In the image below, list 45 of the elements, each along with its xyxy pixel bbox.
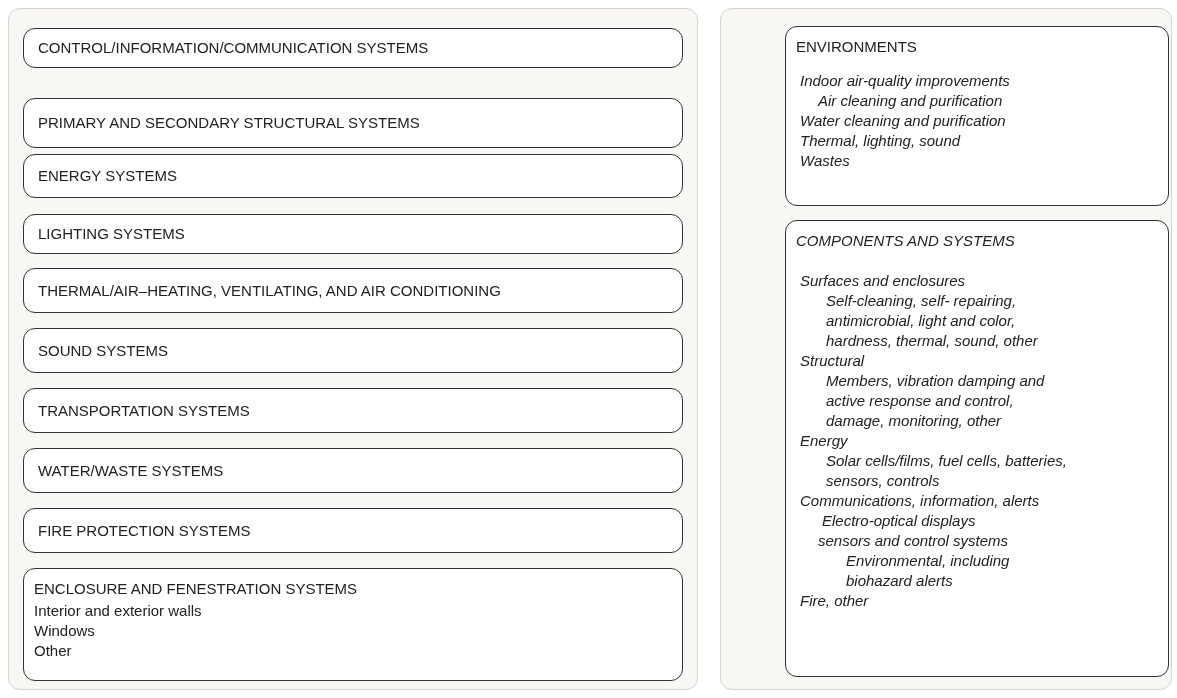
list-item-text: Water cleaning and purification xyxy=(800,111,1007,131)
list-item-text: Solar cells/films, fuel cells, batteries, sensors, controls xyxy=(826,451,1068,491)
list-item-text: Energy xyxy=(800,431,849,451)
heading-text: ENVIRONMENTS xyxy=(796,37,918,57)
heading-text: THERMAL/AIR–HEATING, VENTILATING, AND AIR CONDITIONING xyxy=(38,280,501,301)
category-box xyxy=(23,28,683,68)
heading-text: ENERGY SYSTEMS xyxy=(38,166,177,186)
list-item-text: Windows xyxy=(34,621,96,641)
list-item-text: Other xyxy=(34,641,73,661)
heading-text: TRANSPORTATION SYSTEMS xyxy=(38,400,250,421)
category-box xyxy=(785,26,1169,206)
heading-text: SOUND SYSTEMS xyxy=(38,340,169,361)
category-box xyxy=(23,154,683,198)
list-item-text: Electro-optical displays xyxy=(822,511,977,531)
list-item-text: Indoor air-quality improvements xyxy=(800,71,1011,91)
list-item-text: Communications, information, alerts xyxy=(800,491,1041,511)
category-box xyxy=(23,388,683,433)
heading-text: LIGHTING SYSTEMS xyxy=(38,224,185,244)
category-box xyxy=(23,568,683,681)
panel-background xyxy=(720,8,1172,690)
list-item-text: Fire, other xyxy=(800,591,870,611)
category-box xyxy=(785,220,1169,677)
category-box xyxy=(23,98,683,148)
heading-text: FIRE PROTECTION SYSTEMS xyxy=(38,520,251,541)
list-item-text: Interior and exterior walls xyxy=(34,601,203,621)
list-item-text: Wastes xyxy=(800,151,851,171)
category-box xyxy=(23,214,683,254)
list-item-text: Self-cleaning, self- repairing, antimicrobial, light and color, hardness, thermal, sound, other xyxy=(826,291,1039,351)
list-item-text: Environmental, including biohazard alerts xyxy=(846,551,1011,591)
heading-text: PRIMARY AND SECONDARY STRUCTURAL SYSTEMS xyxy=(38,113,420,133)
list-item-text: sensors and control systems xyxy=(818,531,1010,551)
list-item-text: Structural xyxy=(800,351,866,371)
category-box xyxy=(23,448,683,493)
heading-text: COMPONENTS AND SYSTEMS xyxy=(796,231,1016,251)
heading-text: WATER/WASTE SYSTEMS xyxy=(38,460,224,481)
heading-text: CONTROL/INFORMATION/COMMUNICATION SYSTEMS xyxy=(38,38,429,58)
category-box xyxy=(23,328,683,373)
heading-text: ENCLOSURE AND FENESTRATION SYSTEMS xyxy=(34,579,359,599)
list-item-text: Surfaces and enclosures xyxy=(800,271,967,291)
panel-background xyxy=(8,8,698,690)
list-item-text: Air cleaning and purification xyxy=(818,91,1004,111)
category-box xyxy=(23,268,683,313)
list-item-text: Thermal, lighting, sound xyxy=(800,131,962,151)
category-box xyxy=(23,508,683,553)
list-item-text: Members, vibration damping and active response and control, damage, monitoring, other xyxy=(826,371,1046,431)
